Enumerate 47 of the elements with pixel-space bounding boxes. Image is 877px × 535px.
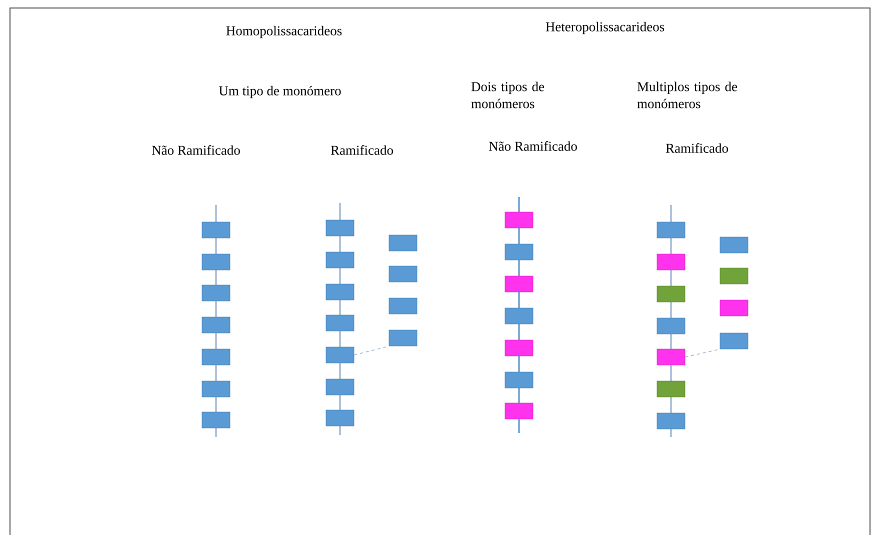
- monomer-box: [388, 234, 418, 252]
- monomer-box: [388, 330, 418, 346]
- heading-text: Homopolissacarideos: [226, 26, 342, 38]
- monomer-box: [720, 300, 748, 316]
- monomer-box: [504, 340, 534, 356]
- heading-text: Heteropolissacarideos: [546, 22, 664, 34]
- heading-text: Dois tipos de monómeros: [471, 82, 544, 108]
- monomer-box: [202, 222, 230, 238]
- monomer-box: [202, 348, 230, 366]
- monomer-box: [504, 212, 534, 228]
- heading-text: Não Ramificado: [488, 141, 577, 151]
- monomer-box: [656, 318, 686, 334]
- monomer-box: [326, 314, 354, 332]
- monomer-box: [504, 276, 534, 292]
- monomer-box: [388, 266, 418, 282]
- branch-link: [354, 346, 390, 356]
- monomer-box: [326, 284, 354, 300]
- monomer-box: [656, 286, 686, 302]
- monomer-box: [720, 236, 748, 254]
- monomer-box: [326, 220, 354, 236]
- monomer-box: [720, 332, 748, 350]
- monomer-box: [202, 316, 230, 334]
- monomer-box: [656, 348, 686, 366]
- heading-text: Multiplos tipos de monómeros: [637, 82, 738, 108]
- monomer-box: [202, 284, 230, 302]
- heading-text: Ramificado: [666, 143, 728, 153]
- monomer-box: [326, 410, 354, 426]
- monomer-box: [656, 222, 686, 238]
- monomer-box: [202, 412, 230, 428]
- monomer-box: [720, 268, 748, 284]
- monomer-box: [504, 402, 534, 420]
- monomer-box: [504, 372, 534, 388]
- monomer-box: [326, 252, 354, 268]
- heading-text: Ramificado: [330, 145, 393, 155]
- monomer-box: [656, 412, 686, 430]
- monomer-box: [326, 378, 354, 396]
- monomer-box: [504, 308, 534, 324]
- branch-link: [684, 348, 720, 358]
- monomer-box: [656, 380, 686, 398]
- monomer-box: [202, 380, 230, 398]
- monomer-box: [656, 254, 686, 270]
- heading-text: Um tipo de monómero: [218, 86, 341, 98]
- monomer-box: [504, 244, 534, 260]
- heading-text: Não Ramificado: [152, 145, 240, 155]
- monomer-box: [388, 298, 418, 314]
- monomer-box: [326, 346, 354, 364]
- monomer-box: [202, 254, 230, 270]
